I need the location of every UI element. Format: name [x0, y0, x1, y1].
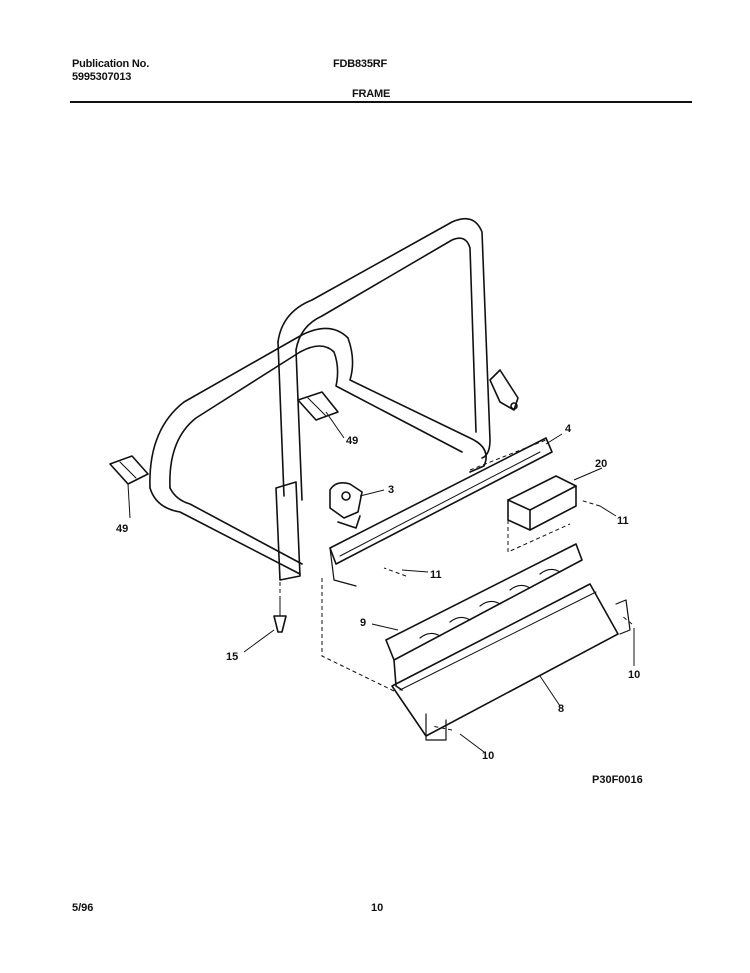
model-number: FDB835RF: [333, 58, 388, 70]
publication-number: 5995307013: [72, 71, 132, 83]
callout-49-rear: 49: [346, 435, 358, 447]
callout-3: 3: [388, 484, 394, 496]
water-valve: [329, 482, 363, 519]
header-rule: [70, 101, 692, 103]
callout-11-right: 11: [617, 515, 629, 527]
leveling-leg-left: [109, 455, 149, 485]
front-bracket: [275, 481, 301, 581]
callout-49-left: 49: [116, 523, 128, 535]
section-title: FRAME: [352, 88, 391, 100]
leveling-leg-rear: [297, 391, 339, 421]
footer-date: 5/96: [72, 902, 94, 914]
callout-20: 20: [595, 458, 607, 470]
callout-8: 8: [558, 703, 564, 715]
center-rail: [329, 437, 553, 565]
base-frame-bottom: [149, 487, 303, 575]
callout-15: 15: [226, 651, 238, 663]
callout-9: 9: [360, 617, 366, 629]
toe-plate: [391, 583, 619, 737]
callout-11-rail: 11: [430, 569, 442, 581]
screw-15: [273, 615, 287, 633]
publication-label: Publication No.: [72, 58, 150, 70]
rear-frame-outer: [277, 217, 491, 459]
callout-4: 4: [565, 423, 572, 435]
base-frame-inner: [169, 345, 463, 489]
rear-frame-left-leg: [277, 341, 303, 501]
callout-10-bottom: 10: [482, 750, 494, 762]
hinge-bracket: [489, 369, 519, 411]
kick-panel: [385, 543, 583, 661]
footer-page-number: 10: [371, 902, 384, 914]
rear-frame-inner: [295, 237, 477, 433]
figure-id: P30F0016: [592, 774, 643, 786]
callout-10-right: 10: [628, 669, 640, 681]
base-frame-outer: [149, 327, 487, 489]
